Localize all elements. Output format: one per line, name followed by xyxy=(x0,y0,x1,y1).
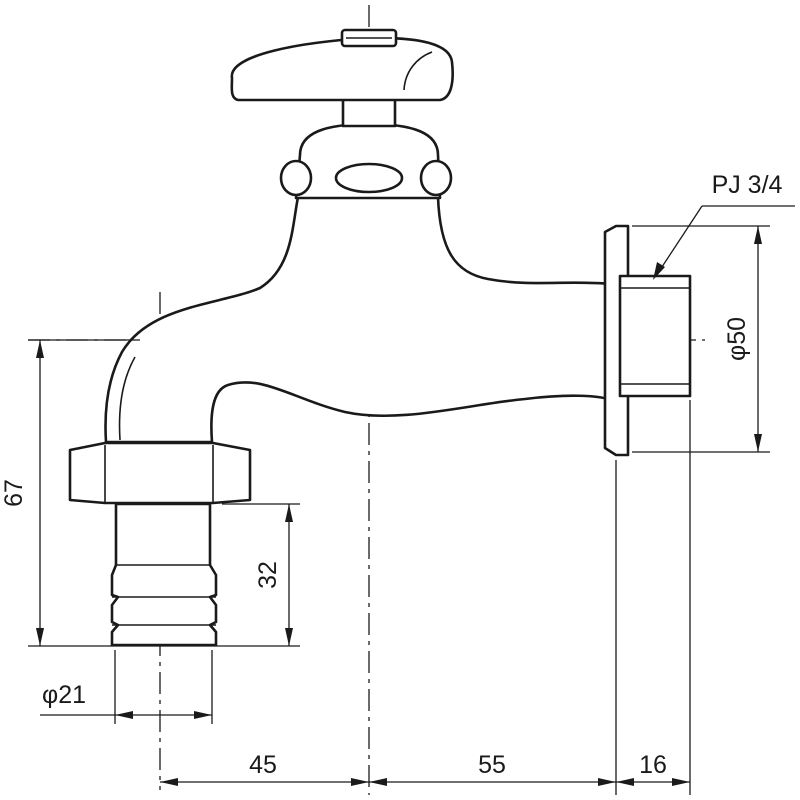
handle-lever xyxy=(230,36,454,102)
dim-21-arrow-left xyxy=(115,711,133,719)
thread-leader-arrow xyxy=(653,262,665,280)
thread-block xyxy=(618,274,692,398)
dim-67-arrow-top xyxy=(36,340,44,358)
dim-55-arrow-left xyxy=(369,778,387,786)
thread-leader-line xyxy=(655,205,703,277)
dim-16-arrow-right xyxy=(672,778,690,786)
thread-label: PJ 3/4 xyxy=(712,171,783,199)
bonnet-center-oval xyxy=(334,162,404,194)
dim-50-arrow-top xyxy=(754,226,762,244)
bonnet-right-lug xyxy=(419,159,453,197)
hose-barb xyxy=(110,502,218,647)
dim-67-arrow-bottom xyxy=(36,628,44,646)
dimensions: 67 32 φ21 45 55 16 φ50 PJ 3/4 xyxy=(0,171,795,795)
dim-16-arrow-left xyxy=(616,778,634,786)
hex-nut xyxy=(68,441,252,505)
dim-21-label: φ21 xyxy=(42,681,86,709)
dim-50-arrow-bottom xyxy=(754,434,762,452)
dim-32-arrow-top xyxy=(285,504,293,522)
dim-45-label: 45 xyxy=(249,751,277,779)
wall-mount xyxy=(603,224,692,457)
spout-inner-line xyxy=(118,356,136,441)
dim-32-label: 32 xyxy=(254,561,282,589)
dim-45-arrow-right xyxy=(351,778,369,786)
dim-45-arrow-left xyxy=(160,778,178,786)
outlet-fittings xyxy=(68,441,252,647)
dim-55-label: 55 xyxy=(478,751,506,779)
handle-curl xyxy=(403,51,433,91)
bonnet-left-lug xyxy=(279,159,313,197)
spout-body xyxy=(104,195,613,444)
dim-32-arrow-bottom xyxy=(285,628,293,646)
dim-50-label: φ50 xyxy=(723,317,751,361)
dim-16-label: 16 xyxy=(639,751,667,779)
dim-67-label: 67 xyxy=(0,479,28,507)
valve-head xyxy=(230,28,454,200)
faucet-body xyxy=(104,195,613,444)
dim-21-arrow-right xyxy=(194,711,212,719)
dim-55-arrow-right xyxy=(598,778,616,786)
